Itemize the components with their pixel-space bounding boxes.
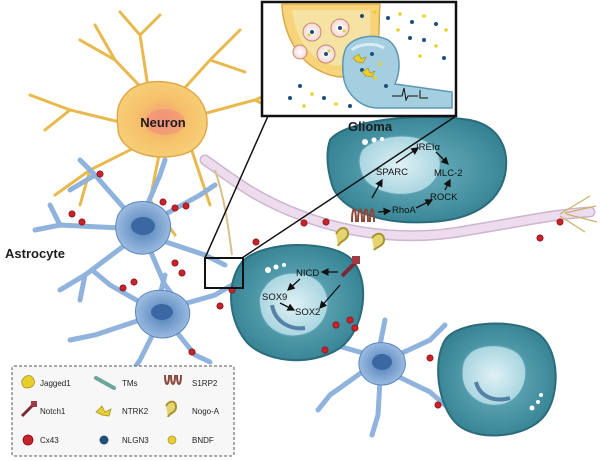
rhoa-label: RhoA xyxy=(392,205,416,216)
arrow-receptor-sparc xyxy=(371,178,383,199)
nlgn3-icon xyxy=(99,435,109,445)
s1rp2-icon xyxy=(164,374,182,385)
arrow-ire1-mlc2 xyxy=(435,151,449,165)
synaptic-vesicles xyxy=(292,18,350,64)
legend-nogo-a: Nogo-A xyxy=(192,407,220,416)
legend-jagged1: Jagged1 xyxy=(40,379,71,388)
nogo-a-marker xyxy=(335,227,386,251)
legend-nlgn3: NLGN3 xyxy=(122,436,149,445)
arrow-receptor-rhoa xyxy=(377,207,392,216)
neuron-label: Neuron xyxy=(140,115,186,130)
legend-cx43: Cx43 xyxy=(40,436,59,445)
mlc2-label: MLC-2 xyxy=(434,168,463,179)
neuron-cell xyxy=(28,10,292,237)
notch1-receptor xyxy=(340,256,360,278)
arrow-rhoa-rock xyxy=(415,199,434,209)
s1rp2-receptor xyxy=(351,208,375,223)
legend-tms: TMs xyxy=(122,379,138,388)
bndf-icon xyxy=(167,435,177,445)
rock-label: ROCK xyxy=(430,192,458,203)
jagged1-icon xyxy=(21,375,35,389)
arrow-receptor-sox2 xyxy=(319,284,341,309)
legend-s1rp2: S1RP2 xyxy=(192,379,218,388)
astrocyte-cell-3 xyxy=(315,317,448,438)
released-particles xyxy=(288,10,448,108)
astrocyte-cell-1 xyxy=(32,157,228,308)
zoom-source-box xyxy=(204,257,244,289)
arrow-sparc-ire1 xyxy=(395,147,420,164)
glioma-cell-bottom xyxy=(437,322,557,437)
sparc-label: SPARC xyxy=(376,167,408,178)
nicd-label: NICD xyxy=(296,268,319,279)
legend-bndf: BNDF xyxy=(192,436,214,445)
astrocyte-label: Astrocyte xyxy=(5,246,65,261)
arrow-nicd-sox9 xyxy=(287,278,301,291)
astrocyte-cell-2 xyxy=(67,267,235,378)
nogo-a-icon xyxy=(165,400,178,418)
ire1-label: IREIα xyxy=(416,142,440,153)
cx43-icon xyxy=(22,434,34,446)
glioma-label: Glioma xyxy=(348,119,393,134)
tms-icon xyxy=(94,376,116,390)
glioma-cell-center xyxy=(230,244,365,362)
pathway-top: SPARC IREIα MLC-2 ROCK RhoA xyxy=(371,142,463,216)
arrow-sox9-sox2 xyxy=(279,302,296,311)
legend-notch1: Notch1 xyxy=(40,407,66,416)
zoom-callout xyxy=(204,0,458,289)
arrow-rock-mlc2 xyxy=(443,178,451,191)
sox2-label: SOX2 xyxy=(295,307,320,318)
pathway-bottom: NICD SOX9 SOX2 xyxy=(262,268,341,318)
legend: Jagged1 TMs S1RP2 Notch1 NTRK2 Nogo-A Cx… xyxy=(11,365,235,457)
sox9-label: SOX9 xyxy=(262,292,287,303)
legend-ntrk2: NTRK2 xyxy=(122,407,149,416)
ntrk2-icon xyxy=(95,405,112,417)
